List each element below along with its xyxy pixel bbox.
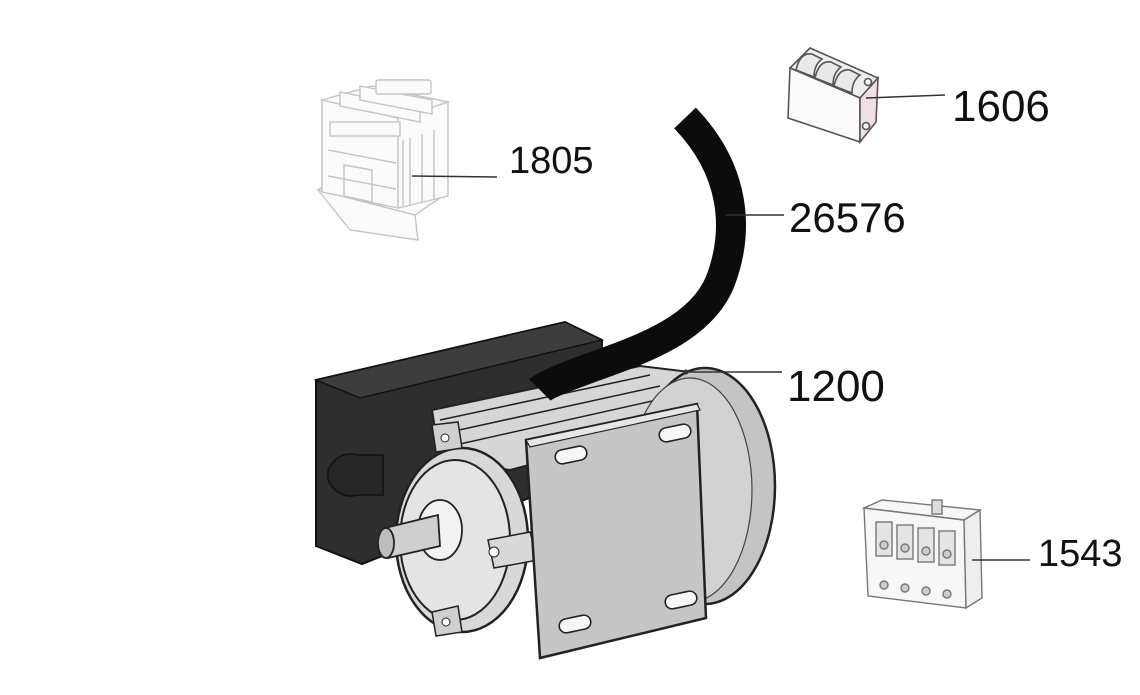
leader-1606 bbox=[865, 94, 946, 99]
part-number-label: 1805 bbox=[509, 140, 594, 182]
motor-part bbox=[313, 320, 777, 660]
part-number-label: 1200 bbox=[787, 362, 885, 411]
part-number-label: 1543 bbox=[1038, 533, 1123, 575]
terminal-block-part bbox=[787, 47, 880, 145]
transformer-part bbox=[316, 79, 451, 241]
leader-1805 bbox=[411, 175, 498, 178]
part-number-label: 1606 bbox=[952, 82, 1050, 131]
part-number-label: 26576 bbox=[789, 194, 906, 241]
power-cable-part bbox=[529, 107, 746, 402]
contactor-part bbox=[861, 499, 983, 610]
leader-dot-1200 bbox=[683, 369, 689, 375]
